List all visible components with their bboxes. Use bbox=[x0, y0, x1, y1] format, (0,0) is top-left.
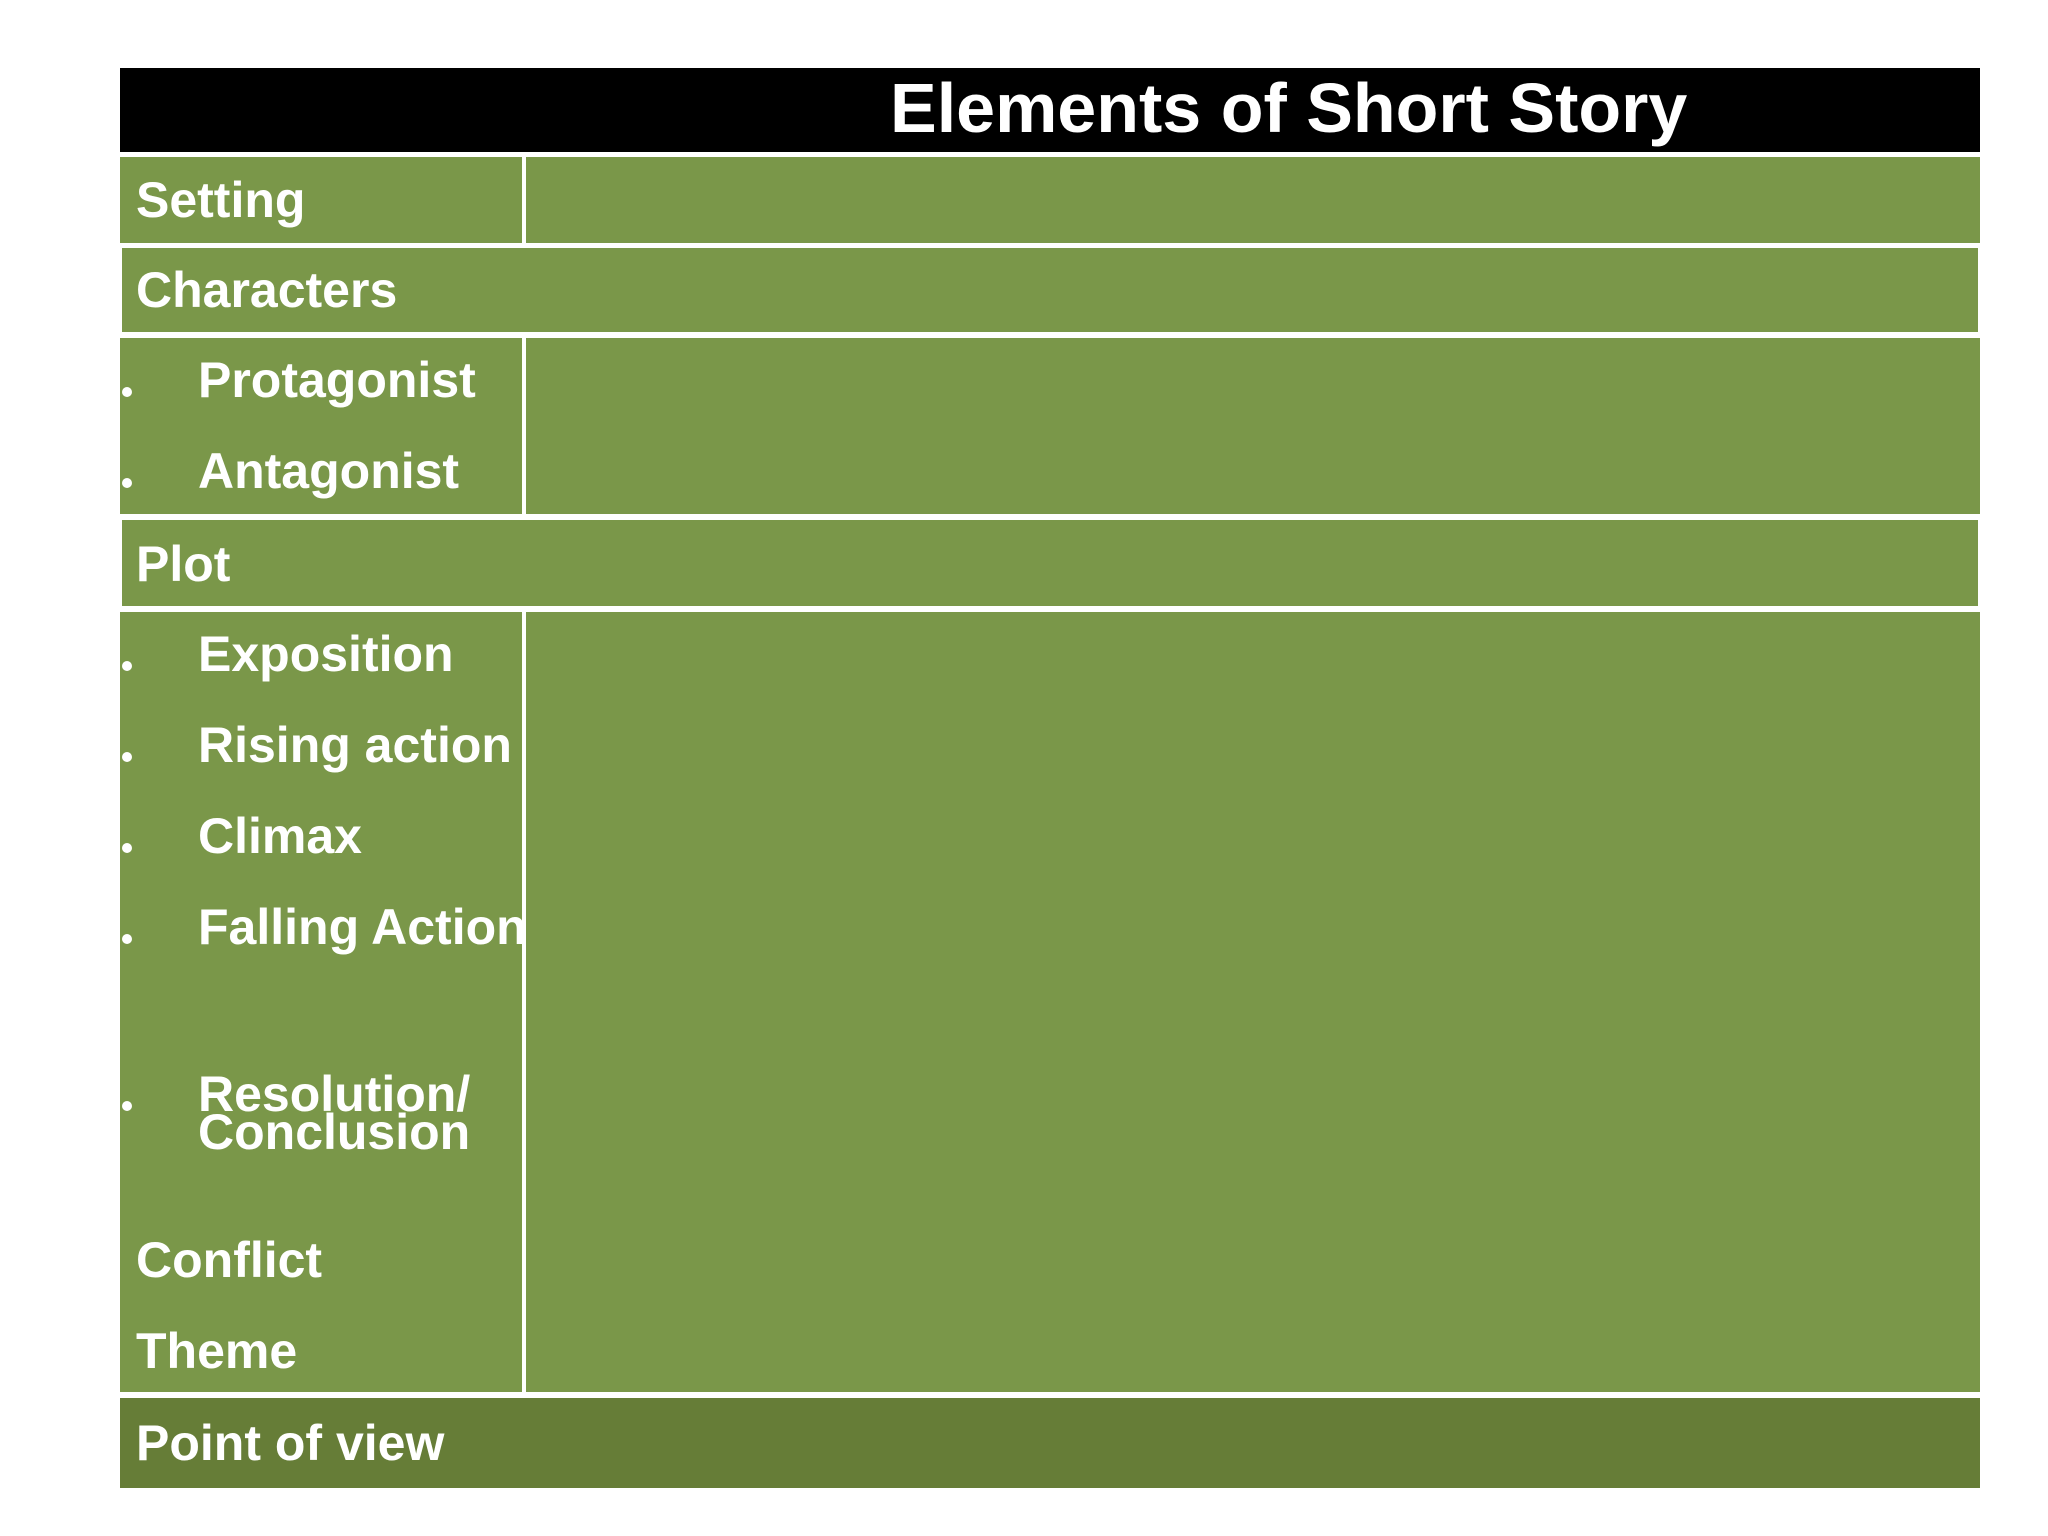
bullet-antagonist bbox=[122, 478, 132, 488]
antagonist-label: Antagonist bbox=[198, 443, 460, 499]
title-bar bbox=[120, 68, 1980, 152]
protagonist-label: Protagonist bbox=[198, 352, 476, 408]
rising-action-label: Rising action bbox=[198, 717, 512, 773]
setting-label-cell bbox=[120, 157, 522, 243]
plot-elements-label-cell bbox=[120, 612, 522, 1392]
point-of-view-row bbox=[120, 1398, 1980, 1488]
characters-label: Characters bbox=[136, 262, 398, 318]
plot-label: Plot bbox=[136, 536, 231, 592]
climax-label: Climax bbox=[198, 808, 362, 864]
setting-label: Setting bbox=[136, 172, 306, 228]
characters-sub-label-cell bbox=[120, 338, 522, 514]
resolution-label-line2: Conclusion bbox=[198, 1104, 471, 1160]
setting-content-cell[interactable] bbox=[526, 157, 1980, 243]
bullet-protagonist bbox=[122, 387, 132, 397]
bullet-falling-action bbox=[122, 934, 132, 944]
characters-row bbox=[122, 248, 1978, 332]
bullet-exposition bbox=[122, 661, 132, 671]
exposition-label: Exposition bbox=[198, 626, 454, 682]
plot-elements-content-cell[interactable] bbox=[526, 612, 1980, 1392]
bullet-rising-action bbox=[122, 752, 132, 762]
plot-row bbox=[122, 520, 1978, 606]
bullet-climax bbox=[122, 843, 132, 853]
page-title: Elements of Short Story bbox=[890, 69, 1688, 147]
theme-label: Theme bbox=[136, 1323, 298, 1379]
point-of-view-label: Point of view bbox=[136, 1415, 445, 1471]
falling-action-label: Falling Action bbox=[198, 899, 527, 955]
resolution-label-line1: Resolution/ bbox=[198, 1066, 471, 1122]
characters-content-cell[interactable] bbox=[526, 338, 1980, 514]
bullet-resolution bbox=[122, 1101, 132, 1111]
conflict-label: Conflict bbox=[136, 1232, 323, 1288]
